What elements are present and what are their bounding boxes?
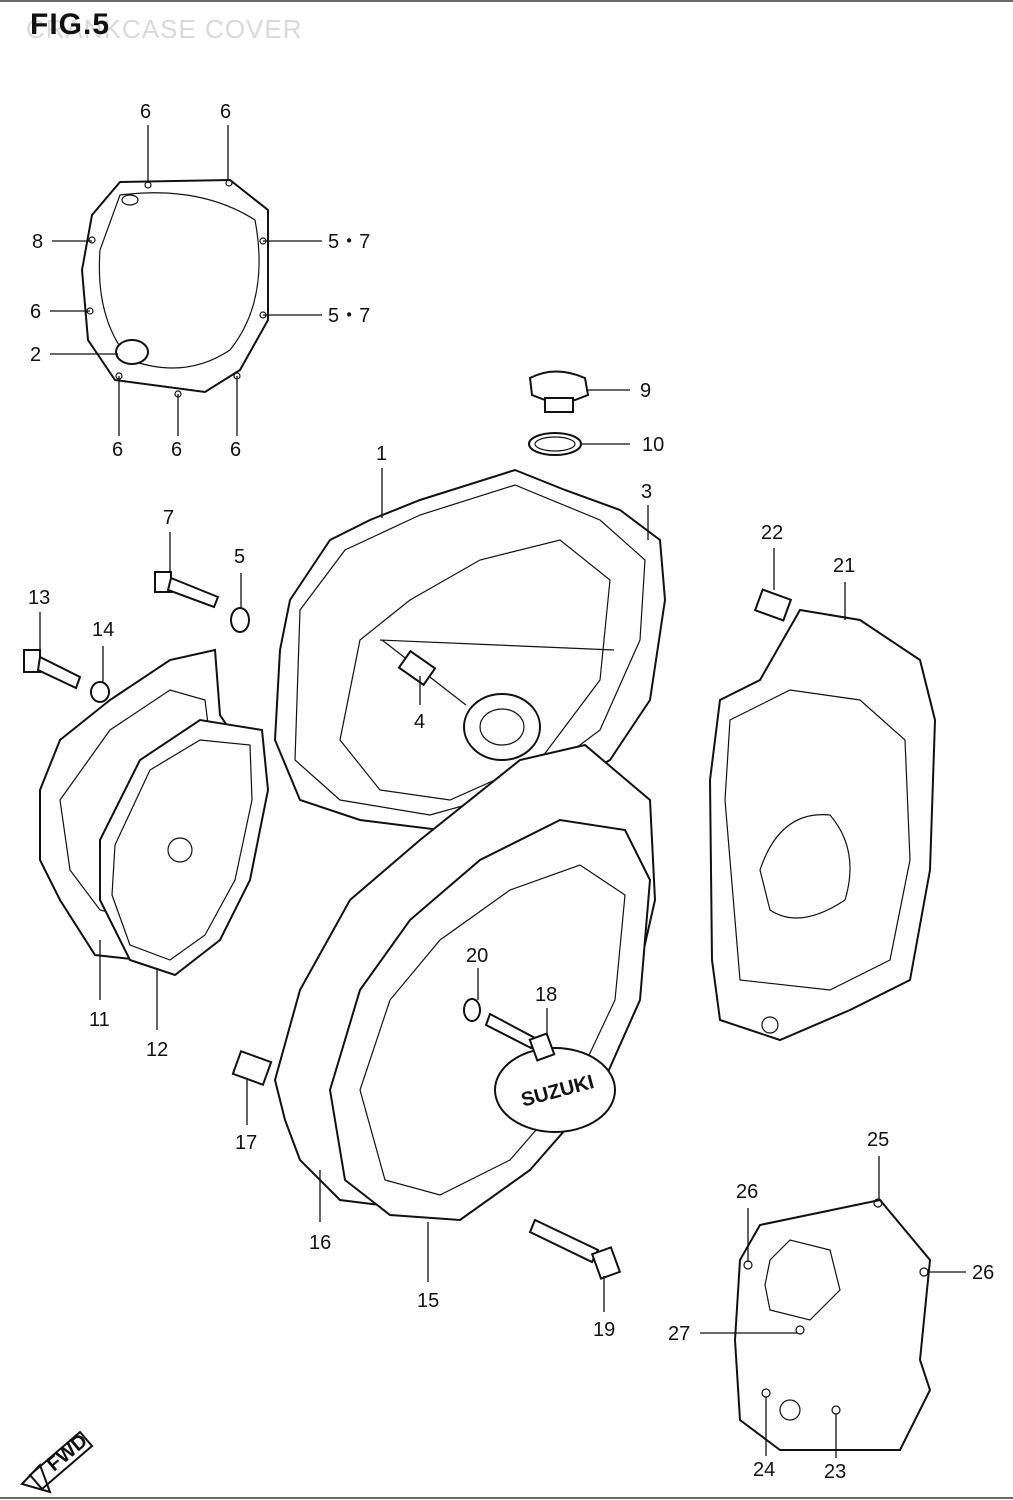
forward-direction-arrow: FWD [20,1430,94,1494]
callout-19: 19 [593,1319,615,1341]
callout-24: 24 [753,1459,775,1481]
callout-22: 22 [761,522,783,544]
bolt-7 [154,571,220,609]
clutch-cover-gasket [80,178,269,398]
crankcase-cover [708,608,937,1042]
washer-5 [230,607,250,633]
callout-18: 18 [535,984,557,1006]
callout-6: 6 [30,301,41,323]
callout-5-7: 5・7 [328,305,370,327]
callout-26: 26 [972,1262,994,1284]
callout-2: 2 [30,344,41,366]
oil-filler-cap [528,370,590,413]
callout-10: 10 [642,434,664,456]
callout-1: 1 [376,443,387,465]
callout-15: 15 [417,1290,439,1312]
callout-9: 9 [640,380,651,402]
callout-5: 5 [234,546,245,568]
bolt-18 [484,1012,556,1062]
sprocket-cover [733,1198,932,1451]
callout-26: 26 [736,1181,758,1203]
callout-11: 11 [89,1009,110,1031]
callout-16: 16 [309,1232,331,1254]
dowel-22 [753,588,793,622]
callout-8: 8 [32,231,43,253]
callout-5-7: 5・7 [328,231,370,253]
callout-14: 14 [92,619,114,641]
bolt-13 [23,649,82,690]
callout-13: 13 [28,587,50,609]
callout-12: 12 [146,1039,168,1061]
o-ring-inner [534,436,576,452]
callout-3: 3 [641,481,652,503]
washer-14 [90,681,110,703]
figure-subtitle: CRANKCASE COVER [26,14,303,44]
callout-20: 20 [466,945,488,967]
clutch-cover [273,468,667,832]
leader-lines [39,125,966,1458]
callout-23: 23 [824,1461,846,1483]
bolt-19 [528,1218,622,1280]
callout-21: 21 [833,555,855,577]
callout-7: 7 [163,507,174,529]
callout-6: 6 [171,439,182,461]
washer-20 [463,998,481,1022]
callout-27: 27 [668,1323,690,1345]
o-ring [528,432,582,456]
callout-6: 6 [112,439,123,461]
callout-6: 6 [140,101,151,123]
callout-17: 17 [235,1132,257,1154]
dowel-pin [397,649,437,687]
figure-title: FIG.5 [30,8,111,41]
callout-25: 25 [867,1129,889,1151]
callout-6: 6 [230,439,241,461]
dowel-17 [231,1049,273,1087]
callout-6: 6 [220,101,231,123]
callout-labels: 6 6 8 6 2 5・7 5・7 6 6 6 9 10 1 3 4 7 5 1… [28,101,994,1483]
water-pump-gasket [99,718,270,977]
callout-4: 4 [414,711,425,733]
